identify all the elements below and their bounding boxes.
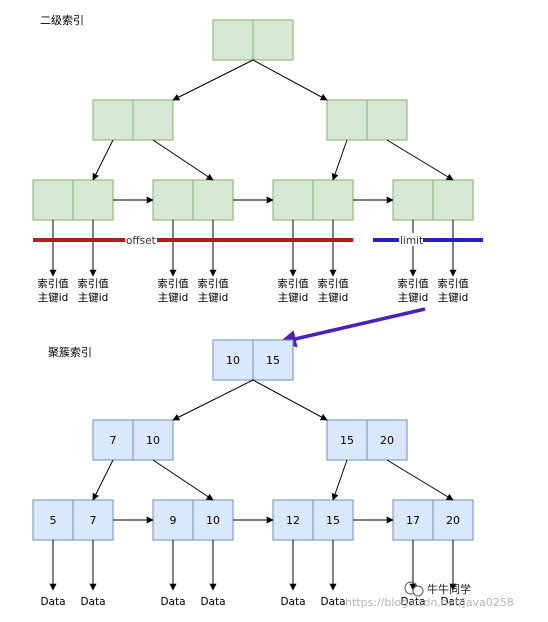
leaf-label-value: 索引值: [157, 277, 189, 290]
leaf-label-pk: 主键id: [158, 291, 189, 304]
leaf-label-pk: 主键id: [398, 291, 429, 304]
offset-label: offset: [126, 235, 156, 247]
leaf-label-pk: 主键id: [318, 291, 349, 304]
clustered-node-l2-right: 15 20: [326, 419, 408, 461]
limit-bar: limit: [373, 233, 483, 247]
leaf-label-pk: 主键id: [198, 291, 229, 304]
data-label: Data: [320, 596, 345, 608]
secondary-leaf-labels: 索引值 主键id 索引值 主键id 索引值 主键id 索引值 主键id 索引值 …: [37, 277, 469, 304]
node-key: 10: [226, 354, 240, 367]
node-key: 15: [326, 514, 340, 527]
node-key: 12: [286, 514, 300, 527]
watermark-name: 牛牛同学: [427, 582, 471, 596]
watermark: https://blog.csdn.net/java0258 牛牛同学: [345, 581, 514, 609]
node-key: 10: [206, 514, 220, 527]
lookup-pointer-arrow: [278, 307, 426, 348]
offset-bar: offset: [33, 233, 353, 247]
node-key: 7: [90, 514, 97, 527]
clustered-leaf-4: 17 20: [392, 499, 474, 541]
clustered-leaf-1: 5 7: [32, 499, 114, 541]
data-label: Data: [200, 596, 225, 608]
leaf-label-value: 索引值: [197, 277, 229, 290]
leaf-label-pk: 主键id: [78, 291, 109, 304]
secondary-root-node: [212, 19, 294, 61]
node-key: 9: [170, 514, 177, 527]
leaf-label-value: 索引值: [37, 277, 69, 290]
clustered-index-tree: 10 15 7 10 15 20 5 7 9 10: [32, 339, 474, 591]
leaf-label-value: 索引值: [397, 277, 429, 290]
clustered-node-l2-left: 7 10: [92, 419, 174, 461]
node-key: 17: [406, 514, 420, 527]
secondary-leaf-4: [392, 179, 474, 221]
leaf-label-pk: 主键id: [38, 291, 69, 304]
node-key: 15: [266, 354, 280, 367]
leaf-label-pk: 主键id: [438, 291, 469, 304]
wechat-icon: [404, 581, 424, 597]
data-label: Data: [40, 596, 65, 608]
data-label: Data: [160, 596, 185, 608]
node-key: 20: [380, 434, 394, 447]
secondary-leaf-2: [152, 179, 234, 221]
limit-label: limit: [400, 235, 423, 247]
secondary-node-l2-left: [92, 99, 174, 141]
leaf-label-value: 索引值: [277, 277, 309, 290]
leaf-label-value: 索引值: [317, 277, 349, 290]
node-key: 20: [446, 514, 460, 527]
data-label: Data: [80, 596, 105, 608]
data-label: Data: [400, 596, 425, 608]
clustered-leaf-2: 9 10: [152, 499, 234, 541]
secondary-leaf-3: [272, 179, 354, 221]
secondary-leaf-1: [32, 179, 114, 221]
secondary-index-title: 二级索引: [40, 13, 84, 27]
secondary-node-l2-right: [326, 99, 408, 141]
leaf-label-value: 索引值: [437, 277, 469, 290]
clustered-leaf-3: 12 15: [272, 499, 354, 541]
node-key: 5: [50, 514, 57, 527]
node-key: 15: [340, 434, 354, 447]
clustered-index-title: 聚簇索引: [48, 345, 92, 359]
clustered-root-node: 10 15: [212, 339, 294, 381]
node-key: 10: [146, 434, 160, 447]
node-key: 7: [110, 434, 117, 447]
data-labels: Data Data Data Data Data Data Data Data: [40, 596, 465, 608]
secondary-index-tree: [32, 19, 474, 277]
leaf-label-value: 索引值: [77, 277, 109, 290]
data-label: Data: [440, 596, 465, 608]
leaf-label-pk: 主键id: [278, 291, 309, 304]
watermark-url: https://blog.csdn.net/java0258: [345, 596, 514, 609]
data-label: Data: [280, 596, 305, 608]
